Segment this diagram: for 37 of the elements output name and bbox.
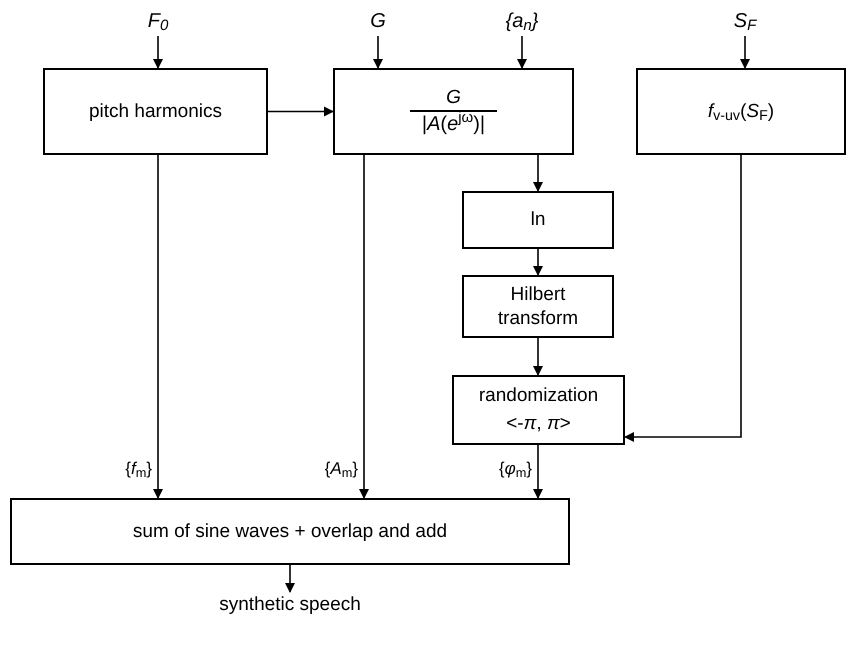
arrow [359, 155, 369, 499]
arrow [533, 249, 543, 276]
arrow [268, 106, 334, 116]
node-text: randomization [478, 384, 600, 408]
process-box [333, 68, 574, 155]
edge-label: {f$_{m}$} [125, 460, 152, 477]
arrow [740, 36, 750, 69]
process-box [452, 375, 625, 445]
arrow [285, 565, 295, 593]
numerator: G [445, 86, 462, 110]
process-box [10, 498, 570, 565]
node-text: S$_{F}$ [732, 8, 758, 34]
node-text: synthetic speech [218, 593, 362, 617]
node-text: G [369, 8, 387, 34]
arrow [517, 36, 527, 69]
arrow [624, 155, 742, 442]
process-box [636, 68, 846, 155]
arrow [373, 36, 383, 69]
node-text: Hilbert transform [496, 282, 580, 330]
node-text: sum of sine waves + overlap and add [132, 520, 448, 544]
edge-label: {φ$_{m}$} [498, 460, 532, 477]
process-box [462, 191, 614, 249]
node-text: ln [530, 208, 546, 232]
node-text: pitch harmonics [88, 100, 224, 124]
process-box [43, 68, 268, 155]
arrow [533, 338, 543, 376]
node-text: {a$_{n}$} [504, 8, 540, 34]
arrow [153, 155, 163, 499]
arrow [533, 445, 543, 499]
edge-label: {A$_{m}$} [324, 460, 358, 477]
process-box [462, 275, 614, 338]
denominator: |A(e$^{jω}$)| [410, 110, 498, 137]
node-text: <-π, π> [505, 412, 572, 436]
node-text: f$_{v-uv}$(S$_{F}$) [706, 100, 776, 124]
node-text: F$_{0}$ [146, 8, 170, 34]
arrow [533, 155, 543, 192]
arrow [153, 36, 163, 69]
